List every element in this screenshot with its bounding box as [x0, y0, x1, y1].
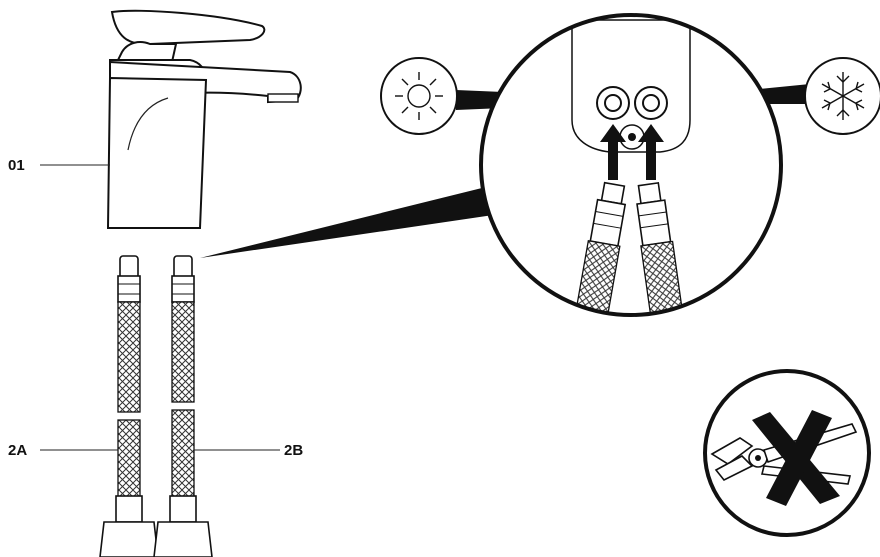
no-pliers-icon — [703, 369, 871, 537]
faucet — [106, 9, 302, 229]
zoom-detail — [479, 13, 783, 317]
snowflake-icon — [804, 57, 880, 135]
faucet-label: 01 — [8, 157, 25, 174]
sun-icon — [380, 57, 458, 135]
hose-hot — [99, 255, 159, 557]
hose-cold-label: 2B — [284, 442, 303, 459]
hose-hot-label: 2A — [8, 442, 27, 459]
hose-cold — [153, 255, 213, 557]
zoom-pointer — [200, 186, 500, 258]
